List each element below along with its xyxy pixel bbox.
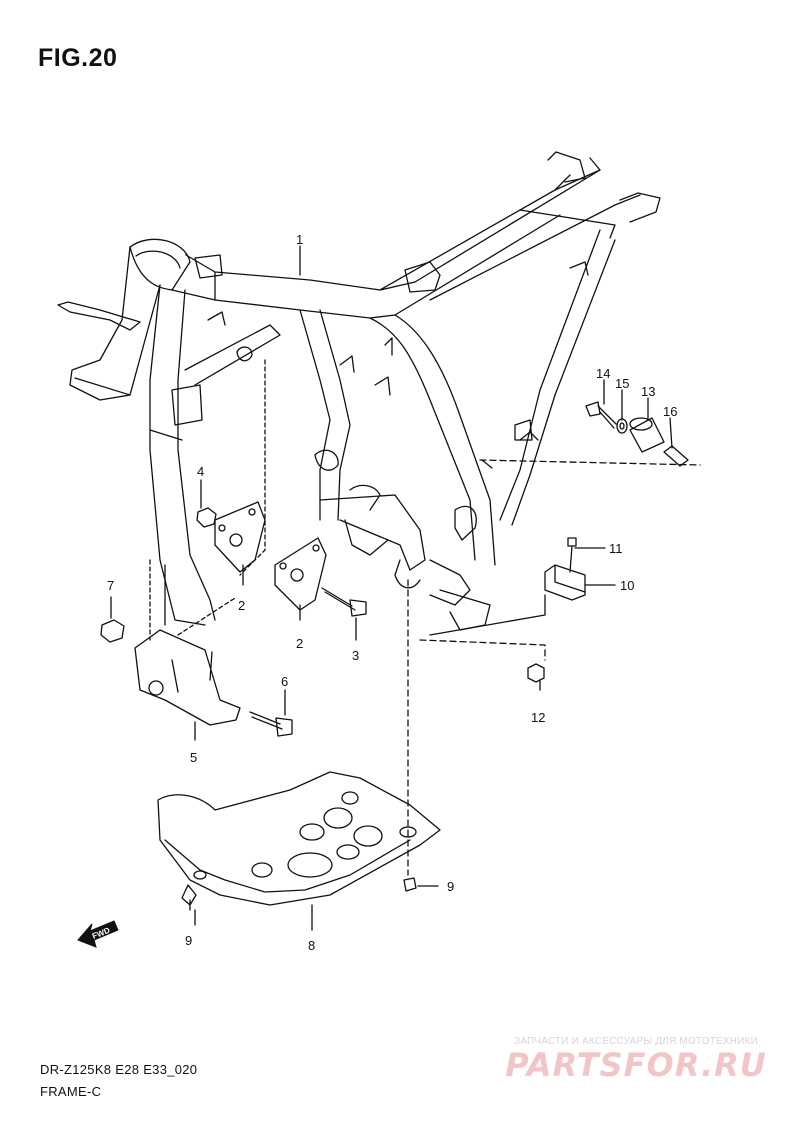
callout-11: 11 bbox=[609, 541, 623, 556]
callout-9-right: 9 bbox=[447, 879, 454, 894]
callout-14: 14 bbox=[596, 366, 610, 381]
callout-1: 1 bbox=[296, 232, 303, 247]
watermark-logo: PARTSFOR.RU bbox=[505, 1046, 767, 1084]
collar-13-illustration bbox=[629, 417, 665, 453]
callout-6: 6 bbox=[281, 674, 288, 689]
bolt-3-illustration bbox=[321, 587, 367, 617]
damper-10-illustration bbox=[544, 564, 586, 601]
nut-7-illustration bbox=[100, 619, 125, 643]
fwd-label: FWD bbox=[91, 926, 111, 941]
bolt-9-left-illustration bbox=[181, 884, 197, 911]
callout-labels: 1 2 2 3 4 5 6 7 8 9 9 10 11 12 13 14 15 … bbox=[107, 232, 677, 953]
watermark: ЗАПЧАСТИ И АКСЕССУАРЫ ДЛЯ МОТОТЕХНИКИ PA… bbox=[486, 1036, 786, 1083]
callout-16: 16 bbox=[663, 404, 677, 419]
spacer-16-illustration bbox=[663, 445, 689, 467]
nut-4-illustration bbox=[196, 507, 217, 528]
nut-12-illustration bbox=[527, 663, 545, 683]
figure-title: FIG.20 bbox=[38, 44, 118, 72]
callout-12: 12 bbox=[531, 710, 545, 725]
model-code: DR-Z125K8 E28 E33_020 bbox=[40, 1062, 198, 1077]
callout-13: 13 bbox=[641, 384, 655, 399]
bolt-6-illustration bbox=[249, 711, 293, 737]
bolt-14-illustration bbox=[585, 401, 617, 429]
watermark-tagline: ЗАПЧАСТИ И АКСЕССУАРЫ ДЛЯ МОТОТЕХНИКИ bbox=[513, 1036, 759, 1047]
fwd-arrow-icon: FWD bbox=[77, 920, 119, 948]
callout-15: 15 bbox=[615, 376, 629, 391]
main-frame-illustration bbox=[57, 151, 701, 631]
callout-2-left: 2 bbox=[238, 598, 245, 613]
callout-3: 3 bbox=[352, 648, 359, 663]
callout-4: 4 bbox=[197, 464, 204, 479]
callout-5: 5 bbox=[190, 750, 197, 765]
callout-7: 7 bbox=[107, 578, 114, 593]
washer-15-illustration bbox=[616, 418, 628, 434]
callout-2-right: 2 bbox=[296, 636, 303, 651]
bolt-11-illustration bbox=[567, 537, 577, 573]
assembly-name: FRAME-C bbox=[40, 1084, 102, 1099]
callout-10: 10 bbox=[620, 578, 634, 593]
engine-bracket-left-illustration bbox=[214, 501, 266, 573]
engine-bracket-right-illustration bbox=[274, 537, 327, 611]
footrest-bracket-5-illustration bbox=[134, 629, 241, 726]
leader-lines bbox=[110, 245, 673, 931]
callout-9-left: 9 bbox=[185, 933, 192, 948]
callout-8: 8 bbox=[308, 938, 315, 953]
skid-plate-8-illustration bbox=[157, 771, 441, 906]
bolt-9-right-illustration bbox=[403, 877, 417, 892]
